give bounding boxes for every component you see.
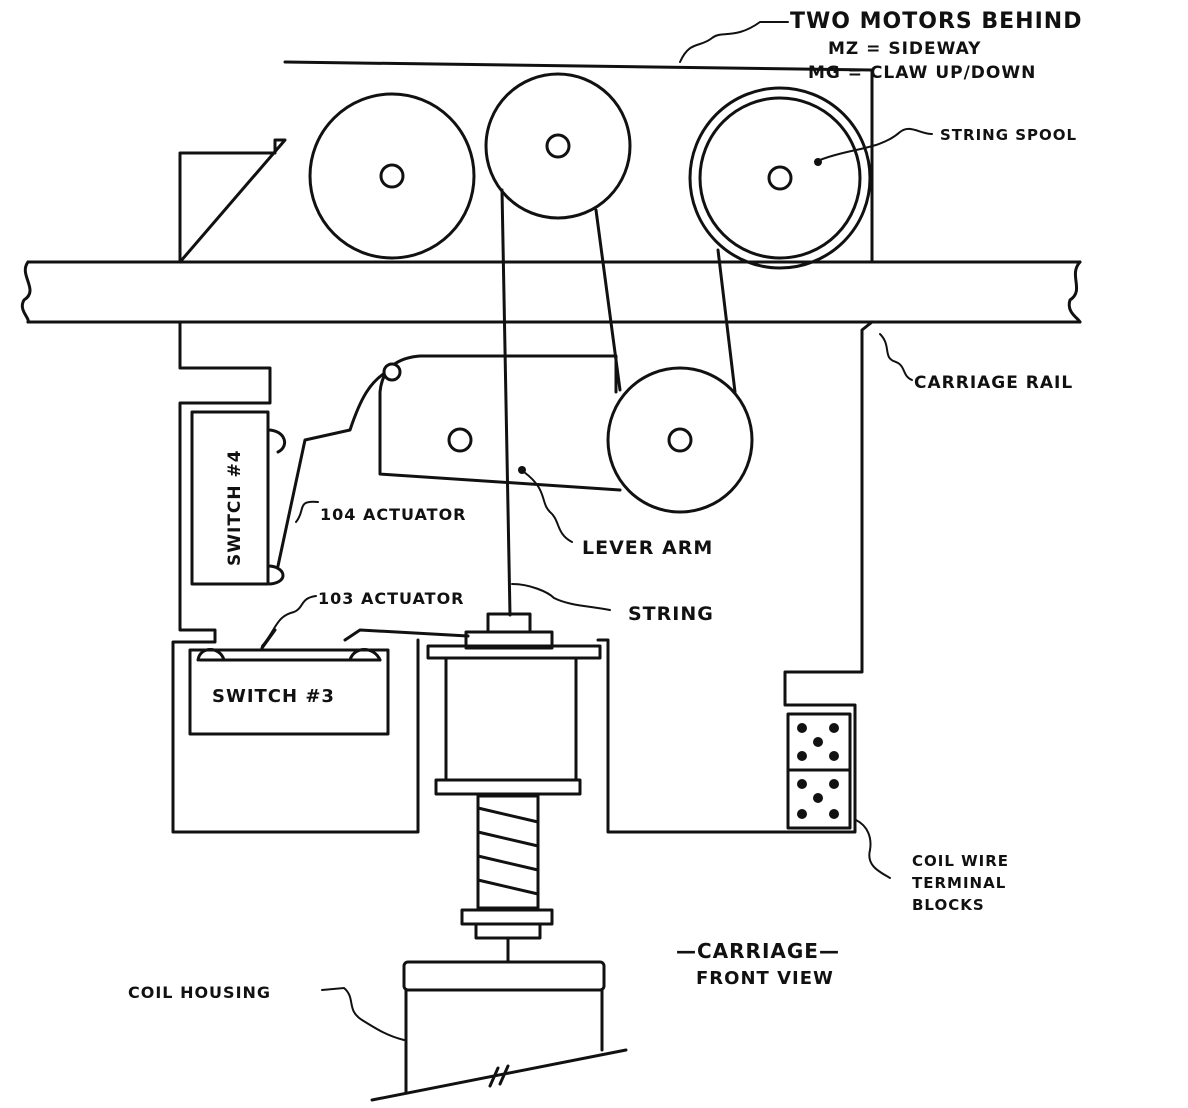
terminal-blocks [786, 712, 852, 830]
spring-plunger [460, 794, 554, 964]
lever-pivot-hole [447, 427, 473, 453]
label-motors-mg: MG = CLAW UP/DOWN [808, 63, 1036, 83]
solenoid-coil [426, 612, 602, 796]
label-string-spool: STRING SPOOL [940, 126, 1077, 144]
label-lever-arm: LEVER ARM [582, 537, 713, 559]
carriage-plate [171, 60, 874, 834]
label-actuator-103: 103 ACTUATOR [318, 589, 464, 608]
label-string: STRING [628, 603, 714, 625]
coil-housing [370, 960, 628, 1102]
leader-lines [261, 21, 933, 1041]
caption-front-view: FRONT VIEW [696, 968, 834, 989]
switch-4 [190, 410, 287, 586]
switch-3 [188, 648, 390, 736]
carriage-rail [20, 260, 1082, 324]
label-coil-wire-3: BLOCKS [912, 896, 985, 914]
left-motor-wheel [308, 92, 476, 260]
caption-carriage: —CARRIAGE— [676, 939, 840, 963]
label-motors-title: TWO MOTORS BEHIND [790, 9, 1082, 34]
lever-arm-plate [378, 354, 622, 492]
label-carriage-rail: CARRIAGE RAIL [914, 373, 1073, 393]
label-motors-mz: MZ = SIDEWAY [828, 39, 981, 59]
label-coil-wire-2: TERMINAL [912, 874, 1006, 892]
label-coil-housing: COIL HOUSING [128, 983, 271, 1002]
label-switch-3: SWITCH #3 [212, 686, 335, 707]
label-coil-wire-1: COIL WIRE [912, 852, 1009, 870]
label-actuator-104: 104 ACTUATOR [320, 505, 466, 524]
label-switch-4: SWITCH #4 [225, 449, 245, 566]
center-motor-wheel [484, 72, 632, 220]
string-spool-wheel [688, 86, 872, 270]
lower-pulley [606, 366, 754, 514]
